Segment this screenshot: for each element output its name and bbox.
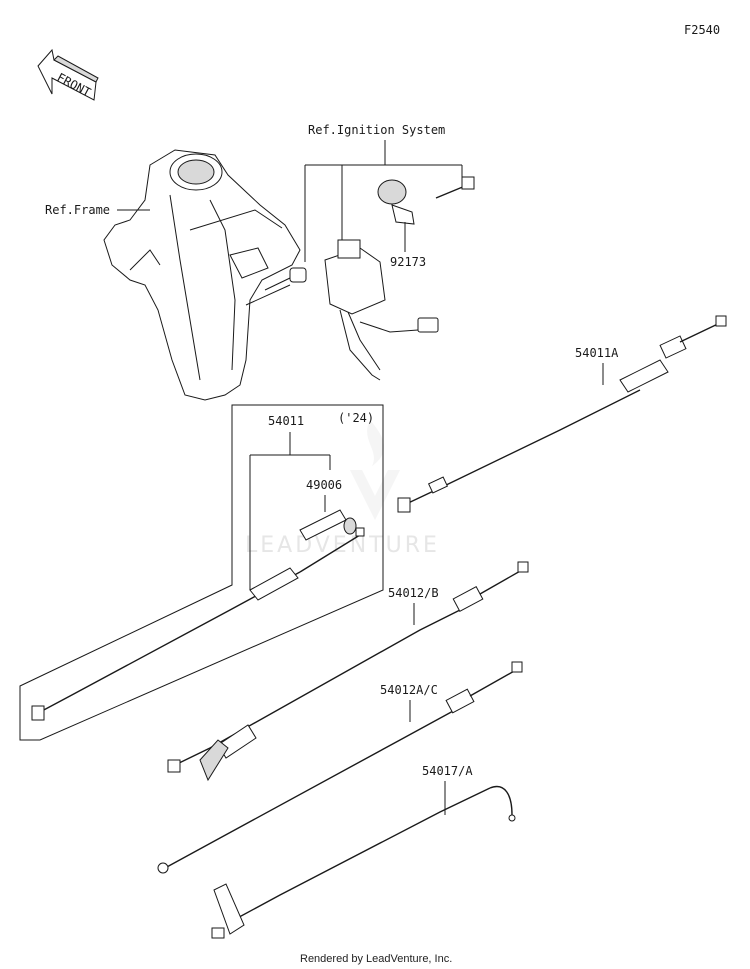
- kit-24-group: [19, 404, 384, 741]
- leader-54011: [249, 432, 331, 590]
- year-note: ('24): [338, 411, 374, 425]
- footer-credit: Rendered by LeadVenture, Inc.: [300, 953, 452, 965]
- label-92173: 92173: [390, 255, 426, 269]
- label-54011: 54011: [268, 414, 304, 428]
- label-54012B: 54012/B: [388, 586, 439, 600]
- cable-54011A: [397, 315, 727, 513]
- cable-54011: [31, 527, 365, 721]
- label-54012AC: 54012A/C: [380, 683, 438, 697]
- front-arrow-icon: FRONT: [37, 48, 99, 101]
- diagram-code: F2540: [684, 23, 720, 37]
- boot-49006: [299, 495, 357, 541]
- ref-ignition-label: Ref.Ignition System: [308, 123, 445, 137]
- ref-frame-label: Ref.Frame: [45, 203, 110, 217]
- cable-54012AC: [157, 661, 523, 874]
- label-49006: 49006: [306, 478, 342, 492]
- watermark-logo: [350, 420, 400, 520]
- frame-ref: [103, 149, 301, 401]
- watermark-text: LEADVENTURE: [245, 533, 440, 558]
- label-54017A: 54017/A: [422, 764, 473, 778]
- ignition-leader-lines: [304, 140, 463, 262]
- clamp-92173: [377, 179, 415, 252]
- bolt: [435, 176, 475, 199]
- cable-54017A: [211, 785, 516, 939]
- label-54011A: 54011A: [575, 346, 619, 360]
- ignition-coil: [264, 239, 439, 381]
- cable-54012B: [167, 561, 529, 782]
